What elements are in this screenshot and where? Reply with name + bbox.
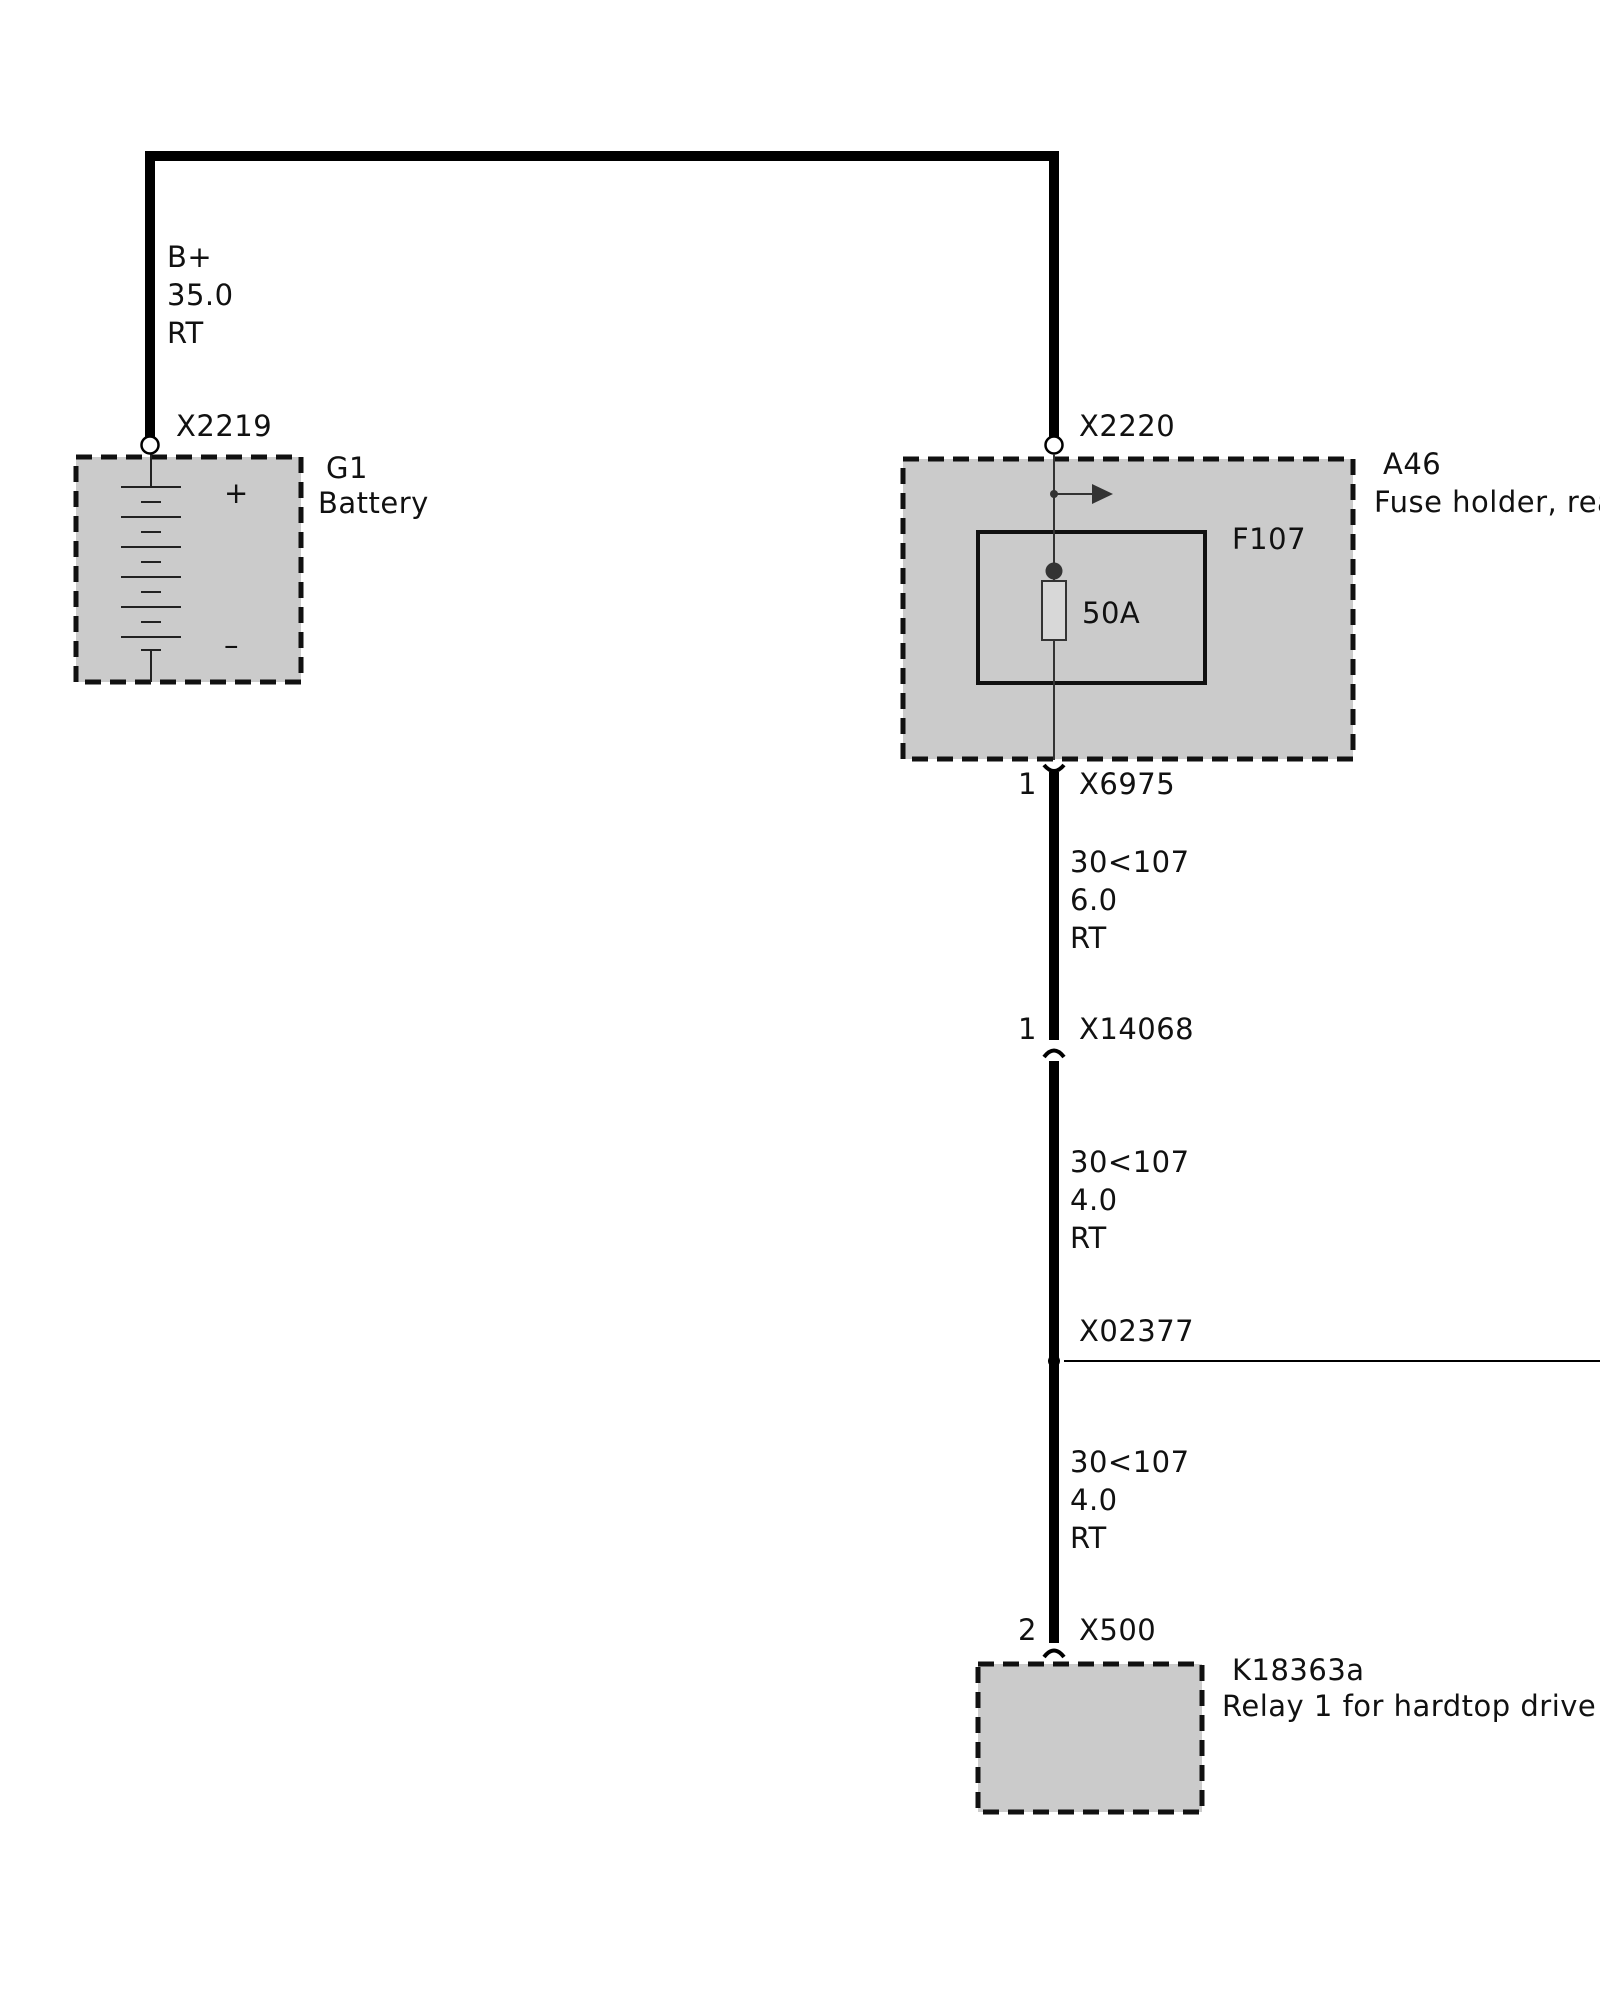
connector-x500-pin-icon — [1042, 1648, 1066, 1659]
fuse-terminal-dot-icon — [1045, 562, 1063, 580]
wire-2-signal: 30<107 — [1070, 1145, 1190, 1179]
fuse-f107-box — [976, 530, 1207, 685]
wire-2-color: RT — [1070, 1221, 1107, 1255]
connector-x6975-pin-icon — [1042, 763, 1066, 773]
wire-2-size: 4.0 — [1070, 1183, 1118, 1217]
connector-x6975-label: X6975 — [1079, 767, 1175, 801]
fuse-holder-name: Fuse holder, rea — [1374, 485, 1600, 519]
wire-3-color: RT — [1070, 1521, 1107, 1555]
connector-x500-label: X500 — [1079, 1613, 1156, 1647]
wire-3-size: 4.0 — [1070, 1483, 1118, 1517]
connector-x2220-pin-icon — [1044, 435, 1064, 455]
battery-symbol-icon — [121, 452, 181, 682]
relay-name: Relay 1 for hardtop drive u — [1222, 1689, 1600, 1723]
connector-x2219-pin-icon — [140, 435, 160, 455]
battery-name: Battery — [318, 486, 429, 520]
relay-id: K18363a — [1232, 1653, 1365, 1687]
connector-x6975-pin: 1 — [1018, 767, 1037, 801]
battery-id: G1 — [326, 451, 368, 485]
connector-x14068-pin: 1 — [1018, 1012, 1037, 1046]
fuse-element-icon — [1041, 580, 1067, 641]
wire-b-signal: B+ — [167, 240, 212, 274]
connector-x14068-label: X14068 — [1079, 1012, 1194, 1046]
wire-b-color: RT — [167, 316, 204, 350]
connector-x500-pin: 2 — [1018, 1613, 1037, 1647]
wire-1-size: 6.0 — [1070, 883, 1118, 917]
connector-x2219-label: X2219 — [176, 409, 272, 443]
wire-1-color: RT — [1070, 921, 1107, 955]
wire-b-size: 35.0 — [167, 278, 234, 312]
connector-x2220-label: X2220 — [1079, 409, 1175, 443]
relay-box — [975, 1661, 1205, 1815]
battery-box — [73, 454, 304, 685]
wire-1-signal: 30<107 — [1070, 845, 1190, 879]
relay-component[interactable]: K18363a Relay 1 for hardtop drive u — [975, 1653, 1600, 1815]
wire-3-signal: 30<107 — [1070, 1445, 1190, 1479]
battery-minus-sign: – — [224, 628, 239, 662]
connector-x14068-pin-icon — [1042, 1048, 1066, 1059]
wire-battery-to-fuseholder — [145, 151, 1059, 438]
arrow-right-icon — [1092, 484, 1113, 504]
battery-component[interactable]: + – G1 Battery — [73, 451, 429, 685]
fuse-holder-id: A46 — [1383, 447, 1441, 481]
fuse-rating: 50A — [1082, 596, 1140, 630]
fuse-holder-component[interactable]: 50A F107 A46 Fuse holder, rea — [900, 447, 1600, 762]
battery-plus-sign: + — [224, 476, 249, 510]
splice-label: X02377 — [1079, 1314, 1194, 1348]
fuse-id: F107 — [1232, 522, 1306, 556]
